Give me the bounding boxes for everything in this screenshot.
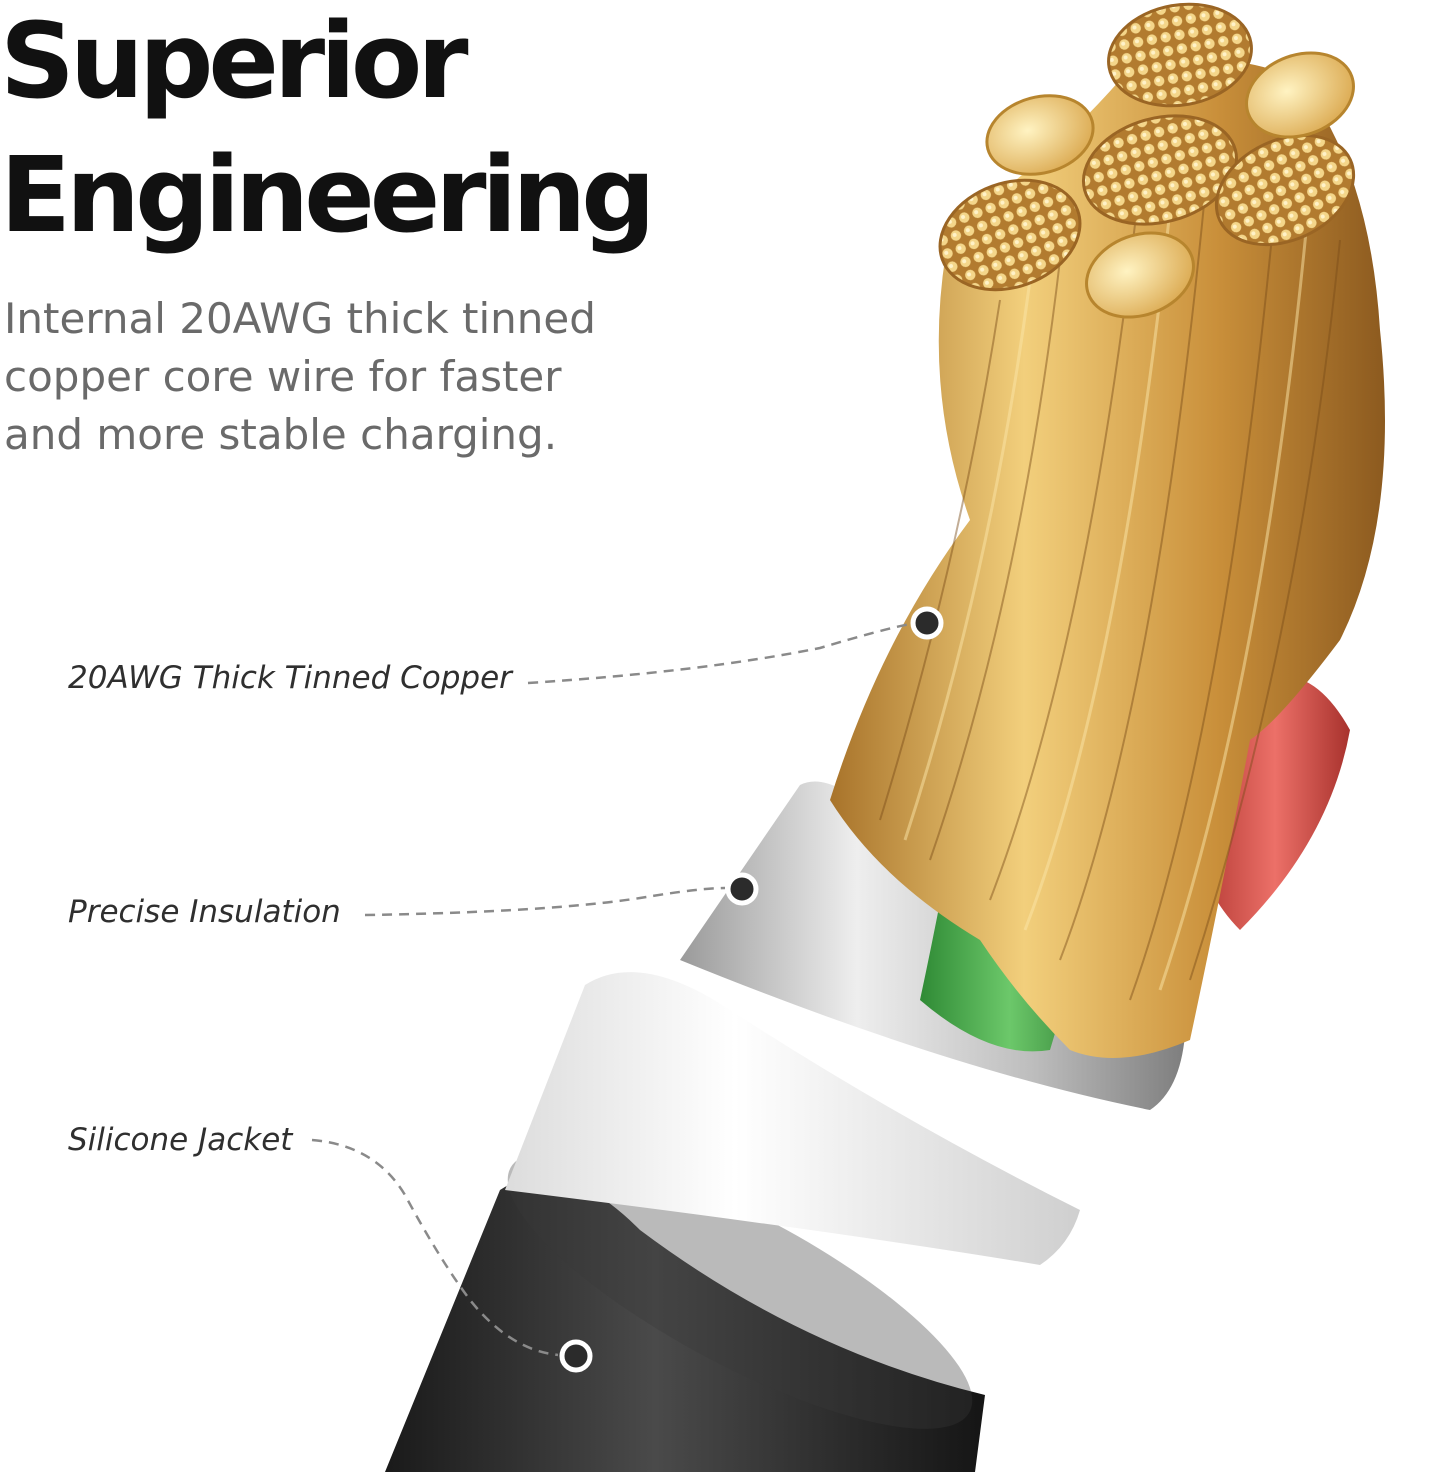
product-description: Internal 20AWG thick tinned copper core … [4, 294, 596, 459]
leader-line-copper [527, 622, 911, 685]
callout-dot-copper [910, 606, 944, 640]
callout-label-copper: 20AWG Thick Tinned Copper [68, 660, 512, 696]
title-line-2: Engineering [0, 134, 656, 256]
title-line-1: Superior [0, 0, 469, 122]
white-inner-layer [505, 972, 1080, 1265]
silicone-jacket [385, 1176, 985, 1472]
callout-label-insulation: Precise Insulation [68, 894, 341, 930]
leader-line-jacket [311, 1138, 559, 1357]
leader-line-insulation [364, 886, 726, 917]
callout-dot-insulation [725, 872, 759, 906]
callout-dot-jacket [559, 1339, 593, 1373]
callout-label-jacket: Silicone Jacket [68, 1122, 293, 1158]
copper-strand-bundle [830, 60, 1385, 1058]
page-title: Superior Engineering [0, 0, 656, 262]
